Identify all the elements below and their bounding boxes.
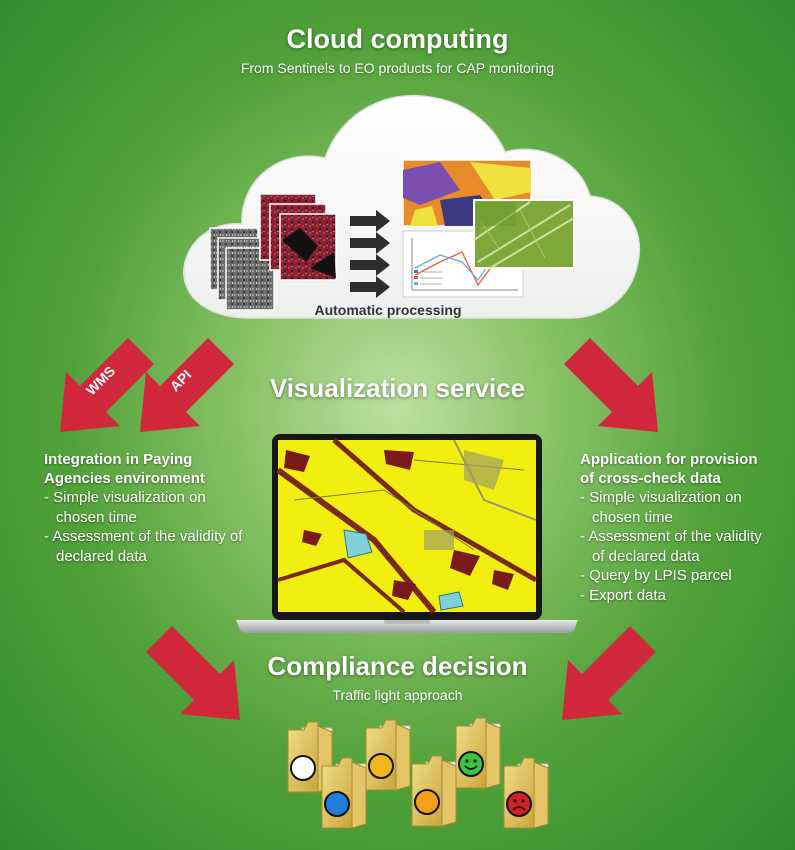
sentinel-grey-stack (209, 227, 275, 311)
cloud-caption: Automatic processing (314, 302, 462, 318)
page-title: Cloud computing (286, 24, 509, 54)
wms-arrow: WMS (60, 338, 154, 432)
left-panel-list: Simple visualization on chosen time Asse… (44, 488, 244, 566)
right-panel: Application for provision of cross-check… (580, 450, 780, 606)
compliance-subtitle: Traffic light approach (332, 687, 463, 703)
bottom-right-arrow (562, 626, 656, 720)
right-panel-item: Assessment of the validity of declared d… (580, 527, 770, 566)
left-panel-item: Simple visualization on chosen time (44, 488, 244, 527)
left-panel-title-line1: Integration in Paying (44, 451, 193, 468)
left-panel-item: Assessment of the validity of declared d… (44, 527, 244, 566)
folder-yellow (365, 719, 411, 791)
left-panel: Integration in Paying Agencies environme… (44, 450, 264, 566)
folder-white (287, 721, 333, 793)
compliance-title: Compliance decision (267, 651, 528, 681)
folder-smiley (455, 717, 501, 789)
left-panel-title-line2: Agencies environment (44, 470, 205, 487)
folder-frown (503, 757, 549, 829)
visualization-title: Visualization service (269, 373, 526, 403)
right-panel-list: Simple visualization on chosen time Asse… (580, 488, 770, 606)
right-panel-item: Simple visualization on chosen time (580, 488, 770, 527)
right-output-arrow (564, 338, 658, 432)
processing-arrows (350, 210, 390, 298)
bottom-left-arrow (146, 626, 240, 720)
right-panel-item: Query by LPIS parcel (580, 566, 770, 586)
folder-orange (411, 755, 457, 827)
sentinel-red-stack (259, 193, 337, 281)
right-panel-title-line2: of cross-check data (580, 470, 721, 487)
right-panel-title-line1: Application for provision (580, 451, 758, 468)
right-panel-item: Export data (580, 586, 770, 606)
classification-map (402, 159, 532, 227)
folder-blue (321, 757, 367, 829)
laptop-graphic (236, 434, 578, 633)
page-subtitle: From Sentinels to EO products for CAP mo… (240, 60, 555, 76)
map-patches (284, 450, 514, 600)
folders-graphic (287, 717, 549, 829)
parcel-image (473, 199, 575, 269)
